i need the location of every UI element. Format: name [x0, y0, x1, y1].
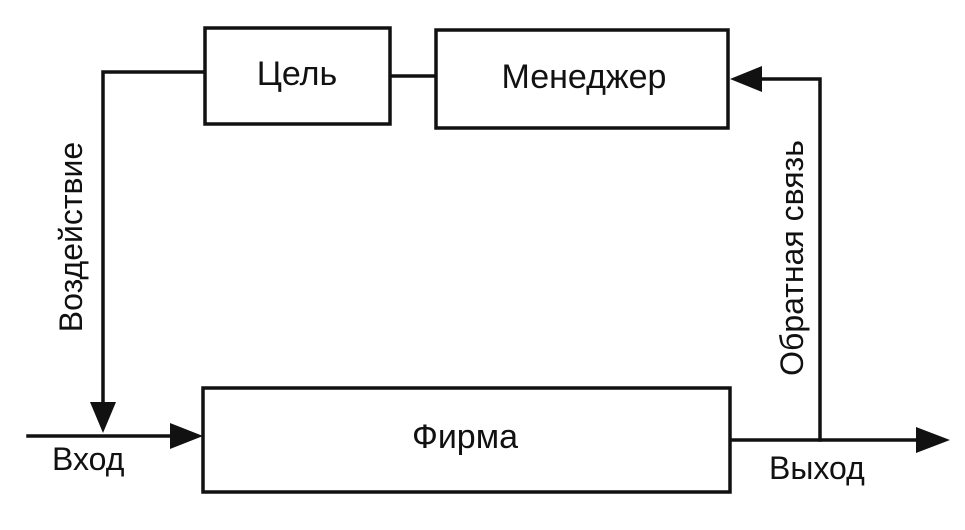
goal-box: Цель	[203, 26, 392, 126]
goal-label: Цель	[257, 55, 337, 93]
influence-label: Воздействие	[53, 142, 89, 332]
input-label: Вход	[52, 441, 125, 477]
feedback-arrowhead	[730, 66, 762, 92]
manager-label: Менеджер	[502, 58, 667, 96]
firm-box: Фирма	[201, 386, 732, 494]
influence-line	[101, 70, 207, 406]
output-label: Выход	[769, 450, 865, 486]
firm-label: Фирма	[412, 418, 518, 456]
feedback-line	[758, 77, 822, 442]
influence-arrowhead	[90, 402, 116, 433]
input-arrowhead	[170, 423, 203, 449]
manager-box: Менеджер	[434, 28, 730, 130]
output-arrowhead	[916, 427, 950, 453]
feedback-label: Обратная связь	[774, 140, 810, 376]
